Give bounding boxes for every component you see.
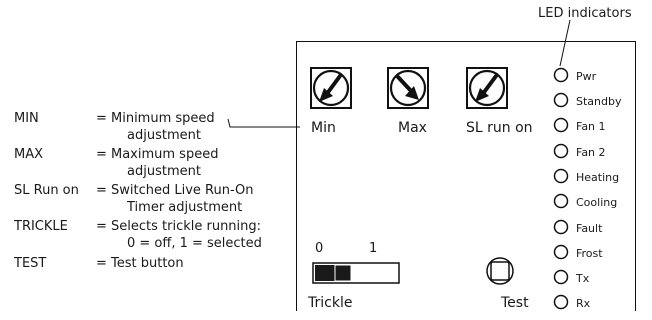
legend-eq-trickle: = — [96, 219, 107, 234]
led-label-pwr: Pwr — [576, 70, 597, 83]
trickle-label: Trickle — [308, 295, 353, 311]
legend-key-sl-run-on: SL Run on — [14, 183, 79, 198]
led-indicators-heading: LED indicators — [538, 6, 632, 21]
led-frost — [553, 244, 569, 260]
legend-desc-test-1: Test button — [111, 256, 184, 271]
led-pwr — [553, 67, 569, 83]
led-leader-line — [559, 19, 571, 67]
led-label-tx: Tx — [576, 272, 590, 285]
test-label: Test — [501, 295, 529, 311]
led-fault — [553, 219, 569, 235]
legend-desc-trickle-2: 0 = off, 1 = selected — [127, 236, 262, 251]
legend-desc-max-2: adjustment — [127, 164, 201, 179]
trickle-position-1-label: 1 — [369, 241, 378, 256]
trickle-position-0-label: 0 — [315, 241, 324, 256]
max-knob[interactable] — [387, 67, 429, 109]
legend-desc-min-2: adjustment — [127, 128, 201, 143]
knob-label-min: Min — [311, 120, 336, 136]
knob-label-sl-run-on: SL run on — [466, 120, 533, 136]
min-leader-line — [227, 118, 300, 128]
knob-label-max: Max — [398, 120, 427, 136]
legend-desc-min-1: Minimum speed — [111, 111, 215, 126]
sl-run-on-knob[interactable] — [466, 67, 508, 109]
led-label-rx: Rx — [576, 297, 591, 310]
legend-key-trickle: TRICKLE — [14, 219, 68, 234]
led-label-fan-1: Fan 1 — [576, 120, 606, 133]
legend-eq-sl-run-on: = — [96, 183, 107, 198]
legend-key-min: MIN — [14, 111, 39, 126]
led-tx — [553, 269, 569, 285]
test-button[interactable] — [486, 257, 514, 285]
led-label-frost: Frost — [576, 247, 603, 260]
min-knob[interactable] — [310, 67, 352, 109]
legend-eq-test: = — [96, 256, 107, 271]
control-panel — [296, 41, 636, 311]
legend-desc-trickle-1: Selects trickle running: — [111, 219, 262, 234]
legend-desc-sl-run-on-2: Timer adjustment — [127, 200, 243, 215]
arrow-down-left-icon — [319, 74, 342, 102]
legend-desc-max-1: Maximum speed — [111, 147, 219, 162]
arrow-down-left-icon — [475, 74, 498, 102]
legend-desc-sl-run-on-1: Switched Live Run-On — [111, 183, 254, 198]
legend-key-test: TEST — [14, 256, 47, 271]
led-rx — [553, 294, 569, 310]
led-fan-2 — [553, 143, 569, 159]
legend-eq-max: = — [96, 147, 107, 162]
led-label-cooling: Cooling — [576, 196, 618, 209]
arrow-down-right-icon — [396, 75, 419, 100]
legend-key-max: MAX — [14, 147, 44, 162]
led-label-fan-2: Fan 2 — [576, 146, 606, 159]
trickle-switch[interactable] — [312, 262, 400, 284]
led-standby — [553, 92, 569, 108]
legend-eq-min: = — [96, 111, 107, 126]
led-fan-1 — [553, 117, 569, 133]
led-label-heating: Heating — [576, 171, 620, 184]
led-label-standby: Standby — [576, 95, 622, 108]
led-cooling — [553, 193, 569, 209]
led-heating — [553, 168, 569, 184]
led-label-fault: Fault — [576, 222, 603, 235]
